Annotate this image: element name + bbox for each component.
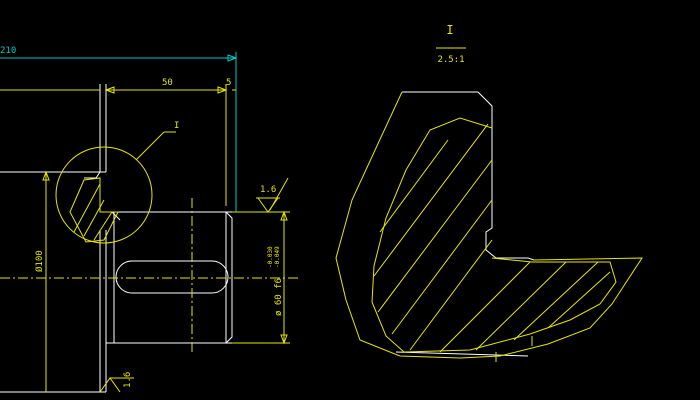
groove-hatching [69,177,119,243]
detail-inner-boundary-lower [403,257,617,353]
detail-view-title: I 2.5:1 [436,23,466,65]
detail-section-outline [335,91,643,359]
dimension-d60: ø 60 f6 -0.030 -0.049 [232,210,290,345]
roughness-bottom-text: 1.6 [123,372,133,388]
keyway-slot [115,260,229,294]
shaft-main-view [0,84,300,393]
shaft-end-face [225,211,233,344]
roughness-top-text: 1.6 [260,185,276,195]
detail-callout-label: I [174,121,179,131]
dimension-50-5: 50 5 [0,78,236,206]
detail-view-title-text: I [446,23,453,37]
detail-scale-text: 2.5:1 [437,55,464,65]
dimension-210-text: 210 [0,46,16,56]
dimension-50-text: 50 [162,78,173,88]
roughness-symbol-top: 1.6 [256,177,289,213]
tolerance-lower-text: -0.049 [274,246,281,268]
dimension-5-text: 5 [226,78,231,88]
detail-view [335,91,643,362]
detail-callout-circle [55,146,153,244]
roughness-symbol-bottom: 1.6 [99,372,134,393]
dimension-d100: Ø100 [34,170,50,392]
dimension-210: 210 [0,46,238,212]
detail-bottom-edge [395,351,529,357]
tolerance-upper-text: -0.030 [267,246,274,268]
detail-hatching [373,123,611,353]
detail-inner-boundary [371,117,493,353]
detail-groove-profile [402,91,535,261]
dimension-d60-text: ø 60 f6 [274,278,284,316]
dimension-d100-text: Ø100 [34,250,45,272]
callout-leader [135,131,165,161]
groove-upper [84,171,101,179]
